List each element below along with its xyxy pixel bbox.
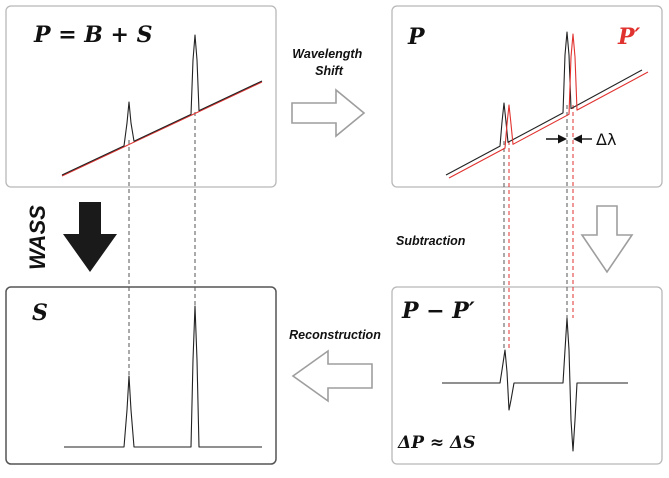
difference-spectrum-curve: [442, 317, 628, 452]
arrow-wass-solid: [63, 202, 117, 272]
wavelength-shift-indicator: [546, 134, 592, 144]
delta-lambda-label: Δλ: [596, 130, 616, 149]
arrow-wavelength-shift: [291, 88, 366, 138]
label-wavelength-line-2: Shift: [315, 64, 344, 78]
panel-measured-spectrum: [5, 5, 277, 188]
label-wass: WASS: [25, 205, 50, 270]
label-wavelength-step: Wavelength Shift: [292, 47, 365, 78]
equation-result: ΔP ≈ ΔS: [397, 433, 476, 453]
reconstructed-spectrum-curve: [64, 305, 262, 448]
equation-difference: P − P′: [401, 298, 475, 324]
shifted-spectrum-curve: [448, 33, 649, 179]
label-reconstruction: Reconstruction: [289, 328, 381, 342]
arrow-reconstruction: [291, 349, 373, 403]
label-original-spectrum: P: [407, 24, 426, 50]
guide-lines-right: [503, 105, 574, 350]
label-subtraction: Subtraction: [396, 234, 466, 248]
label-shifted-spectrum: P′: [617, 24, 641, 50]
panel-difference-spectrum: [391, 286, 663, 465]
equation-measured: P = B + S: [33, 22, 153, 48]
label-wavelength-line-1: Wavelength: [292, 47, 362, 61]
label-reconstructed-spectrum: S: [32, 300, 48, 326]
panel-shifted-spectra: [391, 5, 663, 188]
original-spectrum-curve: [445, 31, 643, 176]
baseline-spectrum-curve: [61, 81, 263, 177]
guide-lines-left: [128, 112, 196, 376]
measured-spectrum-curve: [61, 34, 263, 176]
panel-reconstructed-spectrum: [5, 286, 277, 465]
arrow-subtraction: [580, 205, 634, 274]
